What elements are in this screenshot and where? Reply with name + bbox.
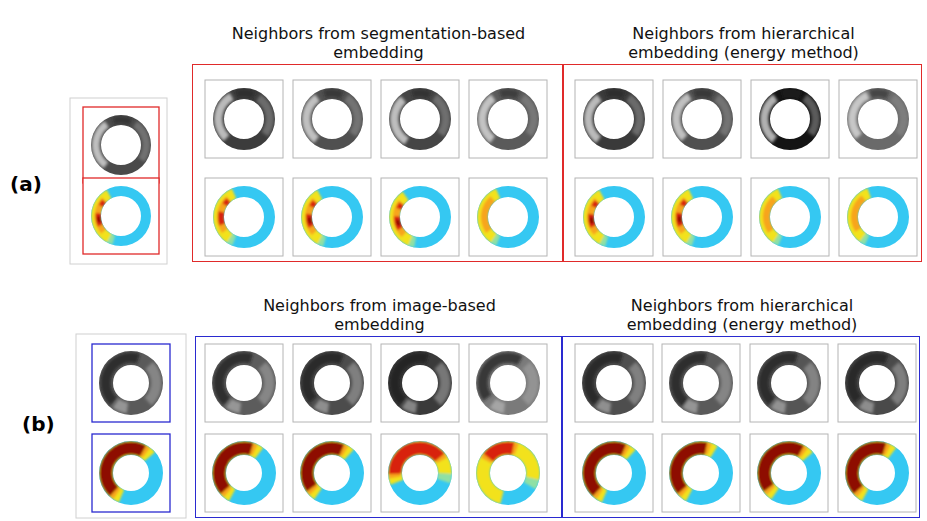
mri-slice: [83, 107, 159, 183]
mri-slice: [575, 344, 653, 422]
segmentation-map: [751, 178, 829, 256]
mri-slice: [92, 344, 170, 422]
mri-slice: [381, 344, 459, 422]
query-frame: [70, 98, 167, 264]
mri-slice: [839, 80, 917, 158]
mri-slice: [751, 80, 829, 158]
mri-slice: [293, 80, 371, 158]
mri-slice: [663, 80, 741, 158]
segmentation-map: [750, 434, 828, 512]
segmentation-map: [663, 178, 741, 256]
neighbor-group: Neighbors from hierarchical embedding (e…: [563, 64, 922, 262]
mri-slice: [293, 344, 371, 422]
segmentation-map: [469, 178, 547, 256]
mri-slice: [381, 80, 459, 158]
group-heading: Neighbors from image-based embedding: [230, 296, 530, 334]
mri-slice: [205, 344, 283, 422]
segmentation-map: [293, 178, 371, 256]
segmentation-map: [83, 178, 159, 254]
segmentation-map: [839, 178, 917, 256]
segmentation-map: [575, 434, 653, 512]
mri-slice: [469, 80, 547, 158]
segmentation-map: [205, 178, 283, 256]
mri-slice: [750, 344, 828, 422]
segmentation-map: [662, 434, 740, 512]
group-heading: Neighbors from hierarchical embedding (e…: [622, 296, 862, 334]
segmentation-map: [293, 434, 371, 512]
segmentation-map: [205, 434, 283, 512]
segmentation-map: [92, 434, 170, 512]
mri-slice: [838, 344, 916, 422]
mri-slice: [575, 80, 653, 158]
neighbor-group: Neighbors from hierarchical embedding (e…: [562, 336, 920, 518]
query-frame: [76, 334, 186, 518]
segmentation-map: [469, 434, 547, 512]
mri-slice: [469, 344, 547, 422]
panel-label: (b): [22, 412, 55, 436]
mri-slice: [662, 344, 740, 422]
group-heading: Neighbors from segmentation-based embedd…: [209, 24, 549, 62]
segmentation-map: [575, 178, 653, 256]
segmentation-map: [838, 434, 916, 512]
mri-slice: [205, 80, 283, 158]
segmentation-map: [381, 178, 459, 256]
group-heading: Neighbors from hierarchical embedding (e…: [624, 24, 864, 62]
neighbor-group: Neighbors from segmentation-based embedd…: [192, 64, 563, 262]
panel-label: (a): [10, 172, 42, 196]
segmentation-map: [381, 434, 459, 512]
neighbor-group: Neighbors from image-based embedding: [195, 336, 562, 518]
